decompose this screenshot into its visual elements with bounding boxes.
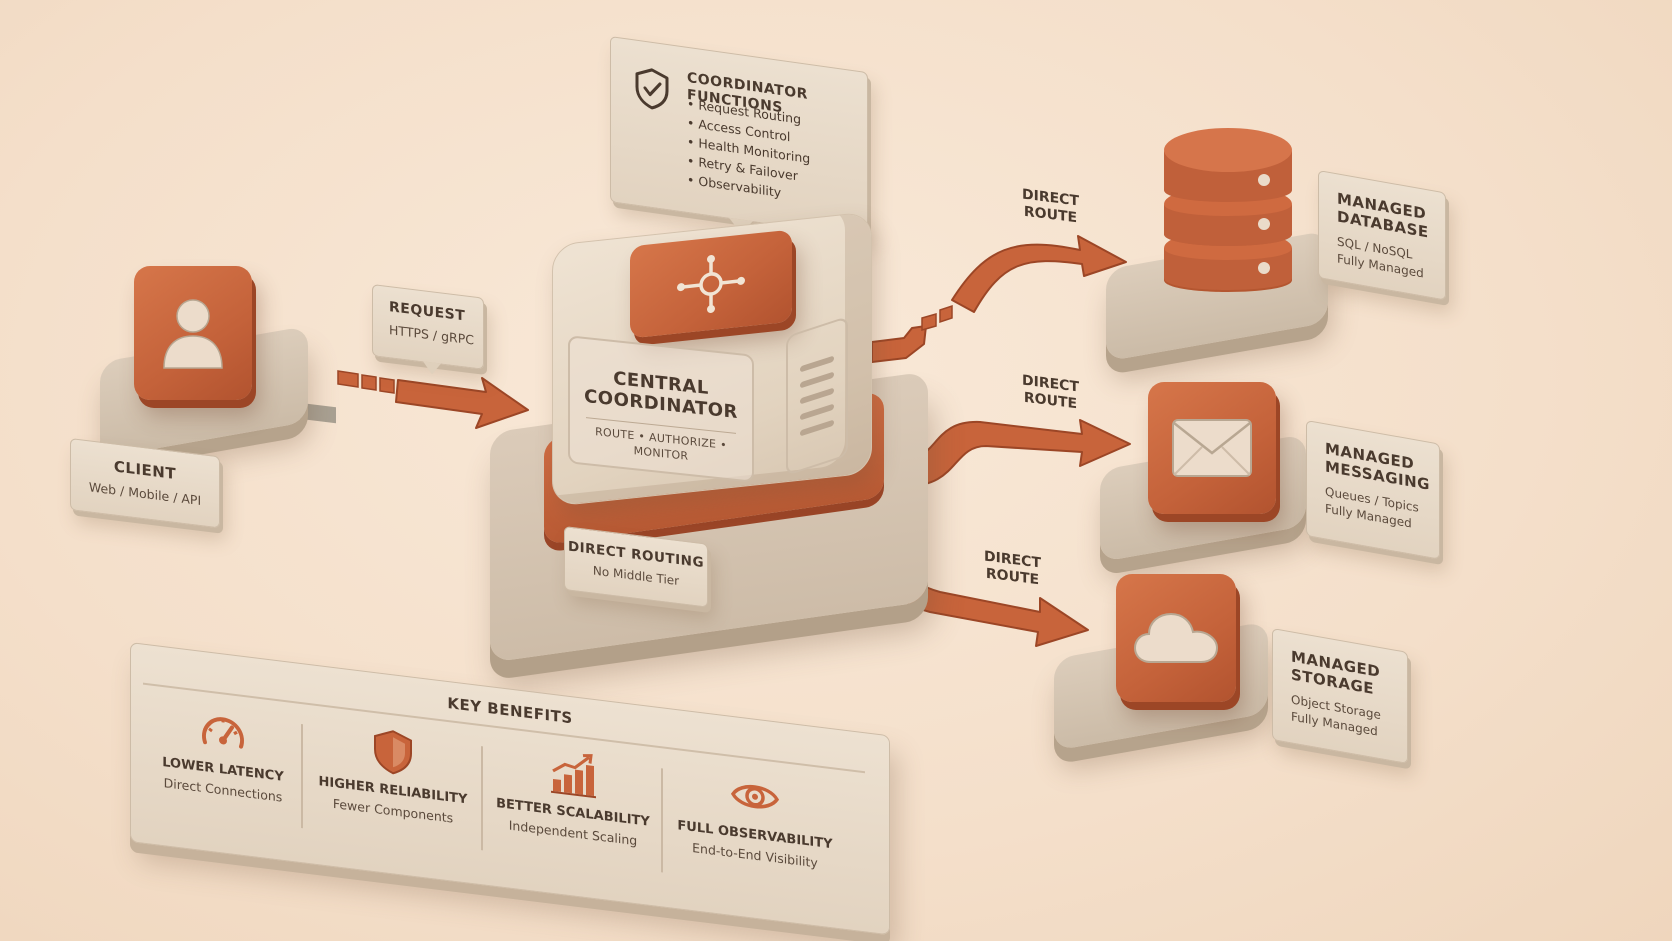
benefit-divider [661, 768, 663, 873]
shield-icon [374, 730, 412, 775]
cloud-icon [1133, 612, 1219, 663]
shield-check-icon [635, 68, 669, 110]
benefit-better-scalability: Better Scalability Independent Scaling [483, 740, 663, 882]
database-icon [1164, 128, 1292, 292]
coordinator-tagline: ROUTE • AUTHORIZE • MONITOR [595, 425, 727, 464]
storage-tile [1116, 574, 1236, 702]
request-card: Request HTTPS / gRPC [372, 284, 484, 376]
messaging-tile [1148, 382, 1276, 514]
vent-slot [800, 355, 834, 373]
coordinator-label-panel: Central Coordinator ROUTE • AUTHORIZE • … [568, 335, 754, 483]
request-protocol: HTTPS / gRPC [389, 321, 474, 348]
hub-icon [677, 254, 745, 314]
vent-slot [800, 403, 834, 421]
vent-slot [800, 419, 834, 437]
vent-slot [800, 371, 834, 389]
route-label-database: DIRECT ROUTE [1022, 186, 1079, 227]
request-arrow-dashes [337, 370, 395, 394]
user-icon [163, 299, 223, 369]
benefit-higher-reliability: Higher Reliability Fewer Components [303, 718, 483, 860]
benefit-full-observability: Full Observability End-to-End Visibility [665, 763, 845, 905]
coordinator-top-tile [630, 229, 792, 339]
route-arrow-database [871, 235, 1127, 363]
request-arrow-shaft [395, 377, 529, 429]
vent-slot [800, 387, 834, 405]
route-label-storage: DIRECT ROUTE [984, 548, 1041, 589]
messaging-label-card: Managed Messaging Queues / Topics Fully … [1306, 420, 1440, 560]
envelope-icon [1172, 419, 1252, 477]
client-tile [134, 266, 252, 400]
storage-label-card: Managed Storage Object Storage Fully Man… [1272, 628, 1408, 764]
database-label-card: Managed Database SQL / NoSQL Fully Manag… [1318, 170, 1446, 301]
coordinator-functions-card: Coordinator Functions • Request Routing … [610, 36, 868, 239]
callout-pointer [423, 361, 441, 376]
key-benefits-panel: KEY BENEFITS Lower Latency Direct Connec… [130, 642, 890, 936]
speedometer-icon [202, 717, 244, 749]
eye-icon [731, 785, 779, 809]
route-label-messaging: DIRECT ROUTE [1022, 372, 1079, 413]
coordinator-functions-list: • Request Routing • Access Control • Hea… [687, 94, 810, 206]
request-arrow [298, 370, 529, 429]
bar-chart-icon [551, 754, 596, 799]
coordinator-vents [786, 315, 848, 477]
route-arrow-messaging [897, 419, 1131, 488]
benefit-lower-latency: Lower Latency Direct Connections [133, 697, 313, 839]
